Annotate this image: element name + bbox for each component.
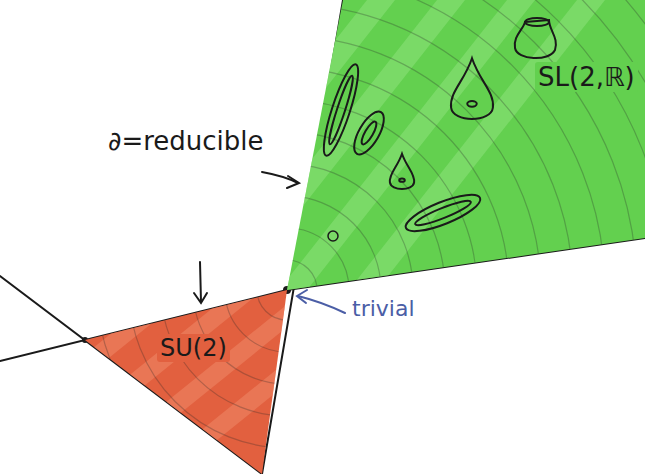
shade-stripe — [85, 290, 193, 474]
level-curve — [85, 290, 287, 474]
shade-stripe — [85, 290, 287, 474]
level-curve — [287, 260, 317, 290]
level-curve — [85, 290, 287, 474]
level-curve — [257, 290, 287, 320]
region-shape — [287, 0, 645, 290]
region-outline — [85, 290, 287, 474]
level-curve — [85, 290, 287, 474]
level-drop — [390, 154, 414, 189]
point-note: trivial — [350, 296, 417, 321]
region-shape — [85, 290, 287, 474]
level-loop — [328, 231, 338, 241]
level-curve — [85, 290, 287, 474]
level-center — [467, 101, 477, 107]
level-loop — [348, 107, 389, 159]
level-curve — [287, 100, 477, 290]
leader-arrow — [262, 172, 298, 183]
level-curve — [97, 290, 287, 474]
level-curve — [287, 0, 605, 290]
group-name: SL(2,ℝ) — [535, 62, 638, 92]
level-curve — [85, 290, 287, 474]
leader-arrow — [200, 262, 201, 302]
level-loop — [326, 75, 356, 146]
level-curve — [287, 164, 413, 290]
shade-stripe — [85, 290, 263, 474]
level-loop — [525, 18, 549, 26]
region-outline — [287, 0, 645, 290]
level-loop — [413, 197, 472, 229]
shade-stripe — [85, 290, 123, 474]
level-curve — [287, 36, 541, 290]
level-loop — [402, 188, 484, 238]
level-loop — [318, 62, 365, 159]
level-curve — [85, 290, 287, 474]
boundary-note: ∂=reducible — [106, 126, 266, 156]
level-drop — [451, 58, 493, 119]
shade-stripe — [349, 0, 605, 290]
level-curve — [287, 0, 645, 290]
level-curve — [129, 290, 287, 448]
level-curve — [287, 196, 381, 290]
level-curve — [287, 0, 637, 290]
level-center — [399, 179, 405, 182]
level-curve — [225, 290, 287, 352]
level-curve — [287, 0, 645, 290]
level-curve — [287, 0, 645, 290]
level-curve — [287, 228, 349, 290]
level-curve — [85, 290, 287, 474]
region-fill — [85, 290, 287, 474]
level-loop — [359, 120, 379, 147]
level-curve — [287, 0, 645, 290]
level-curve — [287, 68, 509, 290]
arrow-head — [297, 290, 307, 303]
arrow-head — [287, 176, 299, 188]
group-region: SL(2,ℝ) — [287, 0, 645, 290]
level-curve — [85, 290, 287, 474]
level-curve — [287, 4, 573, 290]
group-name: SU(2) — [157, 334, 230, 362]
arrow-head — [194, 293, 207, 303]
leader-arrow — [298, 296, 345, 313]
group-region: SU(2) — [85, 290, 287, 474]
level-curve — [85, 290, 287, 474]
